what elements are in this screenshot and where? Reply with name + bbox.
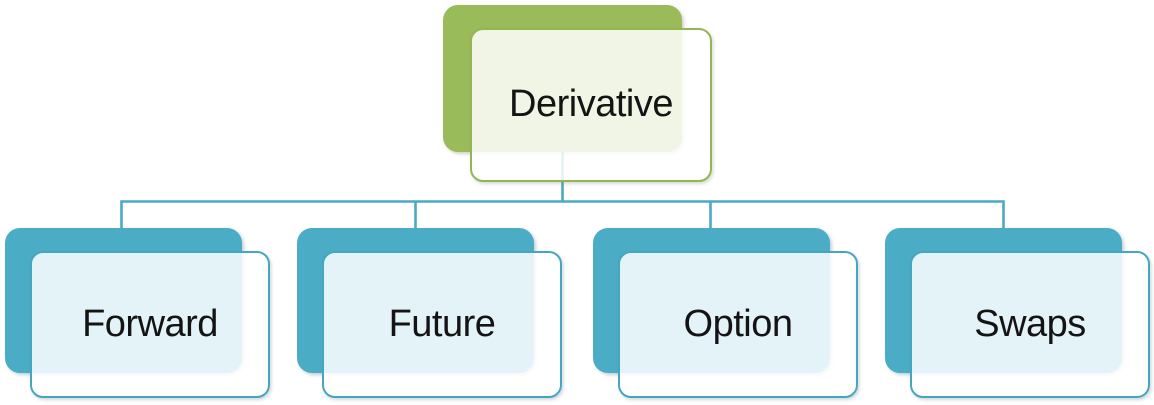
node-derivative[interactable]: Derivative [443, 5, 713, 185]
node-label: Swaps [974, 302, 1086, 345]
node-front-panel: Forward [30, 251, 270, 398]
node-label: Option [683, 302, 793, 345]
node-option[interactable]: Option [593, 228, 863, 405]
node-front-panel: Swaps [910, 251, 1150, 398]
node-front-panel: Future [322, 251, 562, 398]
node-label: Derivative [509, 83, 673, 125]
node-front-panel: Option [618, 251, 858, 398]
node-swaps[interactable]: Swaps [885, 228, 1154, 405]
node-future[interactable]: Future [297, 228, 567, 405]
node-forward[interactable]: Forward [5, 228, 275, 405]
node-label: Future [388, 302, 496, 345]
node-front-panel: Derivative [470, 28, 712, 182]
node-label: Forward [82, 302, 218, 345]
